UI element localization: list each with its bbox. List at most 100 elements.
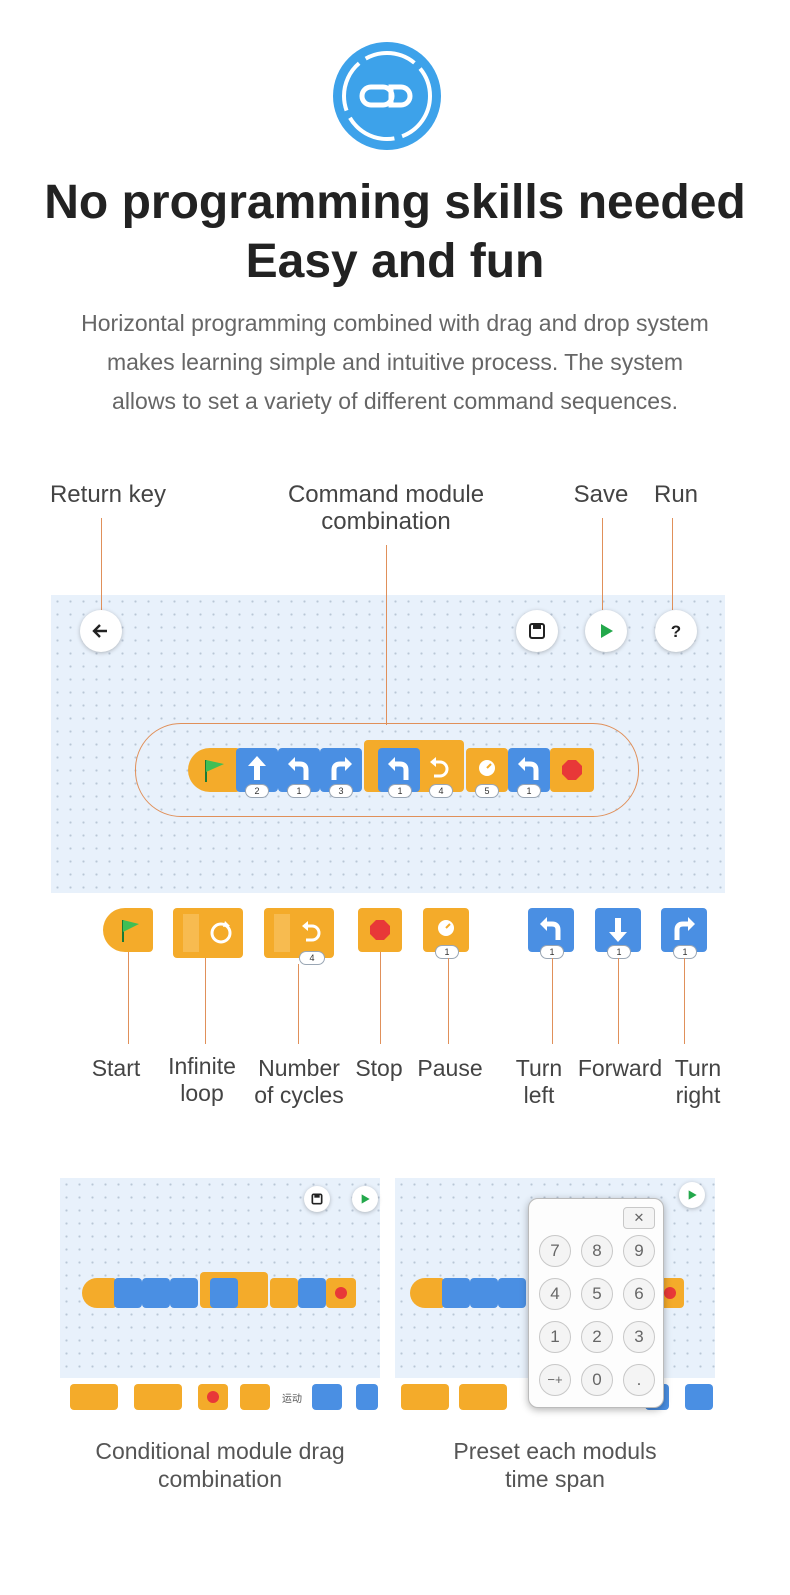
start-block[interactable]: [188, 748, 240, 792]
infinite-loop-block[interactable]: [401, 1384, 449, 1410]
turn-left-arrow-icon: [388, 757, 409, 780]
play-icon: [688, 1190, 697, 1200]
block-param[interactable]: 5: [475, 784, 499, 798]
stop-block[interactable]: [326, 1278, 356, 1308]
loop-arrow-icon: [274, 914, 321, 952]
palette-pause-block[interactable]: [423, 908, 469, 952]
arrow-up-icon: [248, 756, 266, 780]
keypad-key[interactable]: 2: [581, 1321, 613, 1353]
forward-block[interactable]: [685, 1384, 713, 1410]
refresh-loop-icon: [183, 914, 232, 952]
palette-turn-left-block[interactable]: [528, 908, 574, 952]
callout-line: [618, 958, 619, 1044]
forward-block[interactable]: [114, 1278, 142, 1308]
palette-stop-block[interactable]: [358, 908, 402, 952]
pause-block[interactable]: [270, 1278, 298, 1308]
block-param[interactable]: 1: [540, 945, 564, 959]
cycles-block[interactable]: [459, 1384, 507, 1410]
mini-save-button[interactable]: [304, 1186, 330, 1212]
forward-block[interactable]: [356, 1384, 378, 1410]
keypad-key[interactable]: 0: [581, 1364, 613, 1396]
stop-octagon-icon: [207, 1391, 219, 1403]
block-param[interactable]: 1: [607, 945, 631, 959]
svg-text:?: ?: [671, 622, 681, 640]
label-turn-left-2: left: [523, 1082, 555, 1108]
keypad-key[interactable]: 5: [581, 1278, 613, 1310]
label-infinite-loop: Infinite: [168, 1053, 236, 1079]
forward-block[interactable]: [236, 748, 278, 792]
turn-left-arrow-icon: [540, 917, 561, 940]
arrow-down-icon: [609, 918, 627, 942]
turn-right-block[interactable]: [498, 1278, 526, 1308]
stop-octagon-icon: [562, 760, 582, 780]
block-param[interactable]: 1: [388, 784, 412, 798]
palette-infinite-loop-block[interactable]: [173, 908, 243, 958]
label-stop: Stop: [355, 1055, 403, 1081]
question-mark-icon: ?: [671, 622, 681, 640]
mini-run-button[interactable]: [679, 1182, 705, 1208]
callout-return-key: Return key: [49, 481, 167, 508]
mini-palette-left[interactable]: 运动: [60, 1384, 380, 1410]
callout-line: [672, 518, 673, 610]
timer-icon: [479, 760, 495, 776]
program-sequence[interactable]: 2 1 3 1 4 5 1: [186, 740, 598, 800]
block-param[interactable]: 1: [673, 945, 697, 959]
keypad-key[interactable]: 3: [623, 1321, 655, 1353]
cycles-block[interactable]: [134, 1384, 182, 1410]
block-param[interactable]: 1: [287, 784, 311, 798]
numeric-keypad[interactable]: ✕ 7 8 9 4 5 6 1 2 3 −+ 0 .: [528, 1198, 664, 1408]
block-param[interactable]: 2: [245, 784, 269, 798]
stop-octagon-icon: [335, 1287, 347, 1299]
mini-program-sequence-left[interactable]: [82, 1272, 362, 1316]
pause-block[interactable]: [240, 1384, 270, 1410]
back-button[interactable]: [80, 610, 122, 652]
turn-left-block[interactable]: [298, 1278, 326, 1308]
block-param[interactable]: 4: [299, 951, 325, 965]
keypad-key[interactable]: 6: [623, 1278, 655, 1310]
keypad-key[interactable]: 4: [539, 1278, 571, 1310]
keypad-decimal-key[interactable]: .: [623, 1364, 655, 1396]
save-button[interactable]: [516, 610, 558, 652]
turn-left-block[interactable]: [470, 1278, 498, 1308]
palette-start-block[interactable]: [103, 908, 153, 952]
floppy-disk-icon: [311, 1193, 323, 1205]
turn-right-block[interactable]: [170, 1278, 198, 1308]
stop-octagon-icon: [664, 1287, 676, 1299]
play-icon: [601, 624, 613, 638]
block-param[interactable]: 3: [329, 784, 353, 798]
turn-left-block[interactable]: [210, 1278, 238, 1308]
app-logo: [333, 42, 441, 150]
play-icon: [361, 1194, 370, 1204]
description-line: allows to set a variety of different com…: [112, 388, 678, 414]
palette-cycles-block[interactable]: [264, 908, 334, 958]
palette-forward-block[interactable]: [595, 908, 641, 952]
keypad-key[interactable]: 9: [623, 1235, 655, 1267]
keypad-sign-key[interactable]: −+: [539, 1364, 571, 1396]
run-button[interactable]: [585, 610, 627, 652]
label-turn-right-2: right: [675, 1082, 721, 1108]
palette-category-tag[interactable]: 运动: [282, 1394, 302, 1405]
block-param[interactable]: 4: [429, 784, 453, 798]
label-number-of-cycles: Number: [258, 1055, 340, 1081]
keypad-key[interactable]: 8: [581, 1235, 613, 1267]
arrow-left-icon: [92, 624, 107, 638]
loop-arrow-icon: [430, 757, 449, 778]
stop-block[interactable]: [198, 1384, 228, 1410]
callout-line: [101, 518, 102, 610]
forward-block[interactable]: [442, 1278, 470, 1308]
description-line: makes learning simple and intuitive proc…: [106, 349, 684, 375]
start-block[interactable]: [410, 1278, 444, 1308]
turn-left-block[interactable]: [312, 1384, 342, 1410]
infinite-loop-block[interactable]: [70, 1384, 118, 1410]
block-param[interactable]: 1: [517, 784, 541, 798]
backspace-key[interactable]: ✕: [623, 1207, 655, 1229]
keypad-key[interactable]: 7: [539, 1235, 571, 1267]
palette-turn-right-block[interactable]: [661, 908, 707, 952]
block-param[interactable]: 1: [435, 945, 459, 959]
keypad-key[interactable]: 1: [539, 1321, 571, 1353]
turn-left-block[interactable]: [142, 1278, 170, 1308]
stop-block[interactable]: [550, 748, 594, 792]
start-block[interactable]: [82, 1278, 116, 1308]
help-button[interactable]: ?: [655, 610, 697, 652]
mini-run-button[interactable]: [352, 1186, 378, 1212]
